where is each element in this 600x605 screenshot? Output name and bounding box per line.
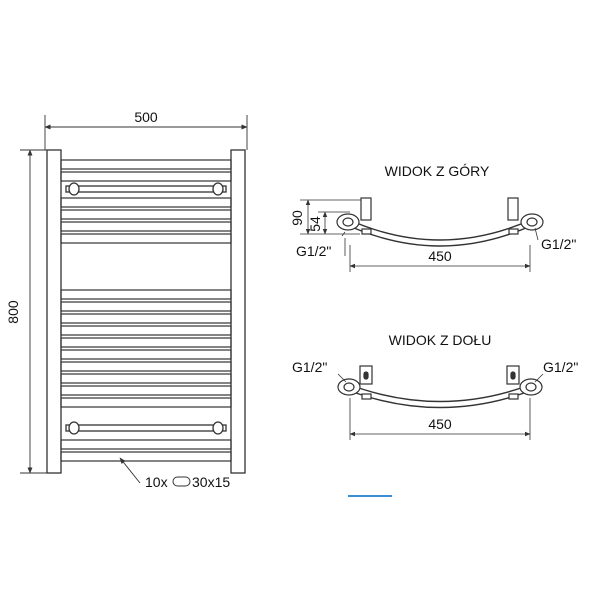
lower-mount-bar bbox=[65, 421, 227, 435]
bottom-view bbox=[337, 365, 544, 440]
tube-size-label: 30x15 bbox=[192, 474, 230, 490]
top-left-bracket bbox=[360, 197, 372, 221]
bottom-curved-rail bbox=[344, 382, 536, 403]
bottom-thread-left-label: G1/2" bbox=[292, 359, 327, 375]
front-view bbox=[20, 115, 248, 487]
right-collector bbox=[230, 149, 246, 474]
tube-leader-line bbox=[119, 457, 141, 484]
top-thread-left-label: G1/2" bbox=[296, 243, 331, 259]
bottom-view-title: WIDOK Z DOŁU bbox=[389, 332, 492, 348]
height-label: 800 bbox=[5, 300, 21, 324]
top-right-bracket bbox=[507, 197, 519, 221]
left-collector bbox=[46, 149, 62, 474]
heating-tubes bbox=[60, 159, 232, 462]
bottom-right-collector-end bbox=[519, 378, 543, 396]
accent-mark bbox=[348, 495, 392, 497]
oval-profile-icon bbox=[172, 476, 191, 487]
top-left-collector-end bbox=[336, 213, 360, 231]
top-right-collector-end bbox=[520, 213, 544, 231]
top-curved-rail bbox=[344, 217, 536, 241]
top-view bbox=[300, 197, 544, 272]
upper-mount-bar bbox=[65, 182, 227, 196]
top-view-title: WIDOK Z GÓRY bbox=[385, 163, 490, 179]
top-depth-outer-label: 90 bbox=[289, 210, 305, 226]
top-depth-inner-label: 54 bbox=[307, 216, 323, 232]
bottom-thread-right-label: G1/2" bbox=[543, 359, 578, 375]
tube-count-label: 10x bbox=[145, 474, 168, 490]
width-label: 500 bbox=[134, 109, 158, 125]
bottom-left-collector-end bbox=[337, 378, 361, 396]
top-thread-right-label: G1/2" bbox=[541, 236, 576, 252]
top-spacing-label: 450 bbox=[428, 248, 452, 264]
bottom-spacing-label: 450 bbox=[428, 416, 452, 432]
